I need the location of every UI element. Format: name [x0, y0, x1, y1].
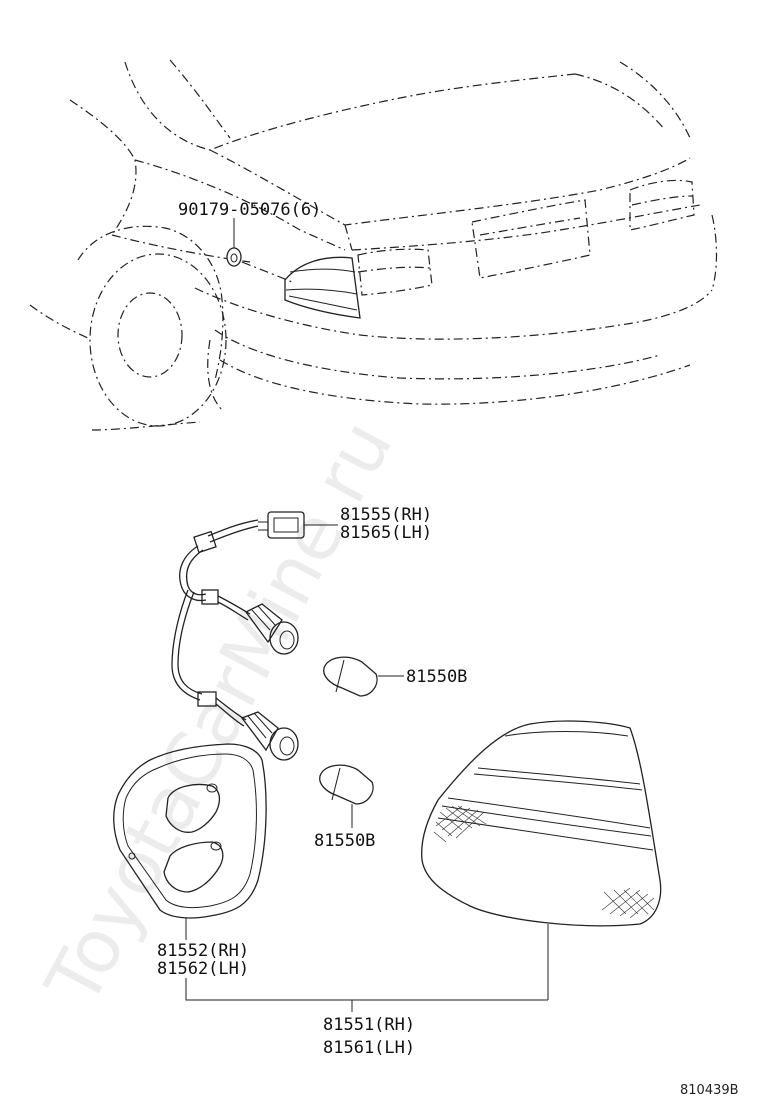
- watermark-text: ToyotaCarMine.ru: [29, 407, 409, 1019]
- gasket-icon: [113, 743, 267, 940]
- label-gasket-rh: 81552(RH): [157, 941, 249, 961]
- car-rear-illustration: [29, 59, 718, 431]
- assembly-bracket-line: [185, 978, 548, 1001]
- label-bulb-upper: 81550B: [406, 667, 467, 687]
- upper-socket-icon: [245, 603, 299, 655]
- tail-lamp-on-car: [284, 256, 361, 319]
- screw-icon: [226, 247, 242, 267]
- label-lamp-rh: 81551(RH): [323, 1015, 415, 1035]
- label-screw: 90179-05076(6): [178, 200, 321, 220]
- bulb-lower-icon: [319, 764, 374, 828]
- label-harness-lh: 81565(LH): [340, 523, 432, 543]
- label-lamp-lh: 81561(LH): [323, 1038, 415, 1058]
- wire-harness-assembly: [171, 511, 338, 761]
- bulb-upper-icon: [323, 656, 404, 697]
- figure-code: 810439B: [680, 1083, 739, 1098]
- label-bulb-lower: 81550B: [314, 831, 375, 851]
- label-harness-rh: 81555(RH): [340, 505, 432, 525]
- label-gasket-lh: 81562(LH): [157, 959, 249, 979]
- tail-lamp-lens-icon: [421, 720, 662, 1000]
- lower-socket-icon: [240, 711, 299, 761]
